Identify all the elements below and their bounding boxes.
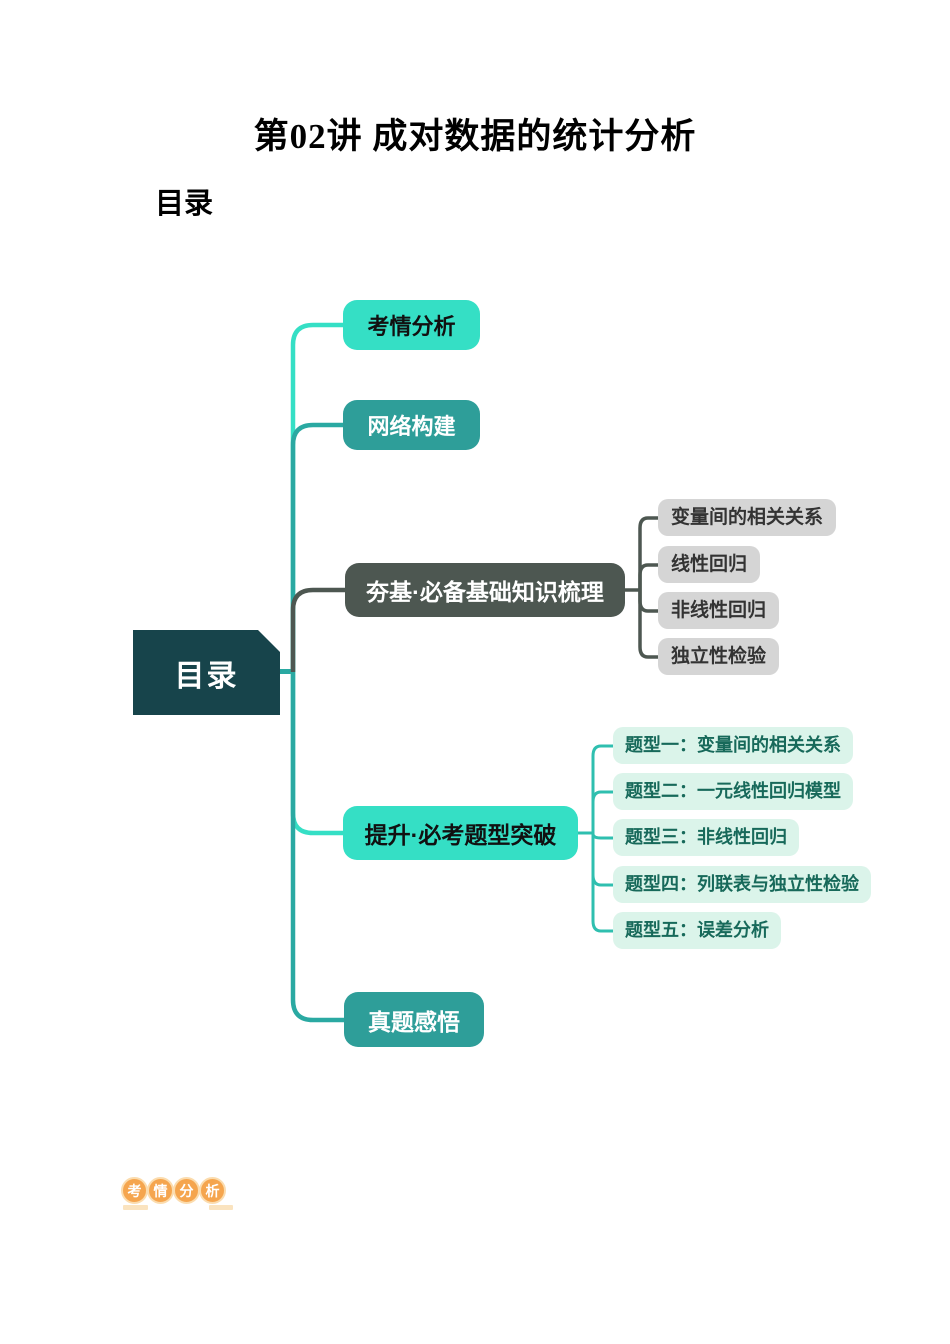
badge-circle-1: 考	[121, 1177, 148, 1204]
branch-exam-analysis: 考情分析	[343, 300, 480, 350]
connector-branch-exam-analysis	[290, 322, 344, 672]
connector-branch-real-questions	[290, 672, 344, 1023]
section-badge-exam-analysis: 考 情 分 析	[121, 1177, 226, 1204]
badge-circle-4: 析	[199, 1177, 226, 1204]
badge-underline-left	[123, 1205, 148, 1210]
branch-foundation-knowledge: 夯基·必备基础知识梳理	[345, 563, 625, 617]
connector-branch-improvement	[290, 672, 344, 836]
foundation-child-linear-regression: 线性回归	[658, 546, 761, 583]
connector-foundation-children	[624, 516, 659, 659]
topic-child-2: 题型二：一元线性回归模型	[613, 773, 853, 810]
branch-improvement-topics: 提升·必考题型突破	[343, 806, 578, 860]
topic-child-5: 题型五：误差分析	[613, 912, 781, 949]
branch-network-building: 网络构建	[343, 400, 480, 450]
toc-heading: 目录	[155, 188, 214, 220]
topic-child-3: 题型三：非线性回归	[613, 819, 799, 856]
badge-underline-right	[209, 1205, 233, 1210]
mindmap-root: 目录	[133, 630, 280, 715]
badge-circle-3: 分	[173, 1177, 200, 1204]
branch-real-questions: 真题感悟	[344, 992, 484, 1047]
badge-circle-2: 情	[147, 1177, 174, 1204]
connector-topic-children	[577, 744, 614, 933]
foundation-child-correlation: 变量间的相关关系	[658, 499, 837, 536]
connector-branch-network	[290, 422, 344, 672]
page-title: 第02讲 成对数据的统计分析	[253, 117, 697, 156]
mindmap-root-label: 目录	[174, 659, 239, 693]
topic-child-1: 题型一：变量间的相关关系	[613, 727, 853, 764]
connector-branch-foundation	[290, 587, 346, 672]
foundation-child-nonlinear-regression: 非线性回归	[658, 592, 780, 629]
topic-child-4: 题型四：列联表与独立性检验	[613, 866, 871, 903]
foundation-child-independence-test: 独立性检验	[658, 638, 780, 675]
